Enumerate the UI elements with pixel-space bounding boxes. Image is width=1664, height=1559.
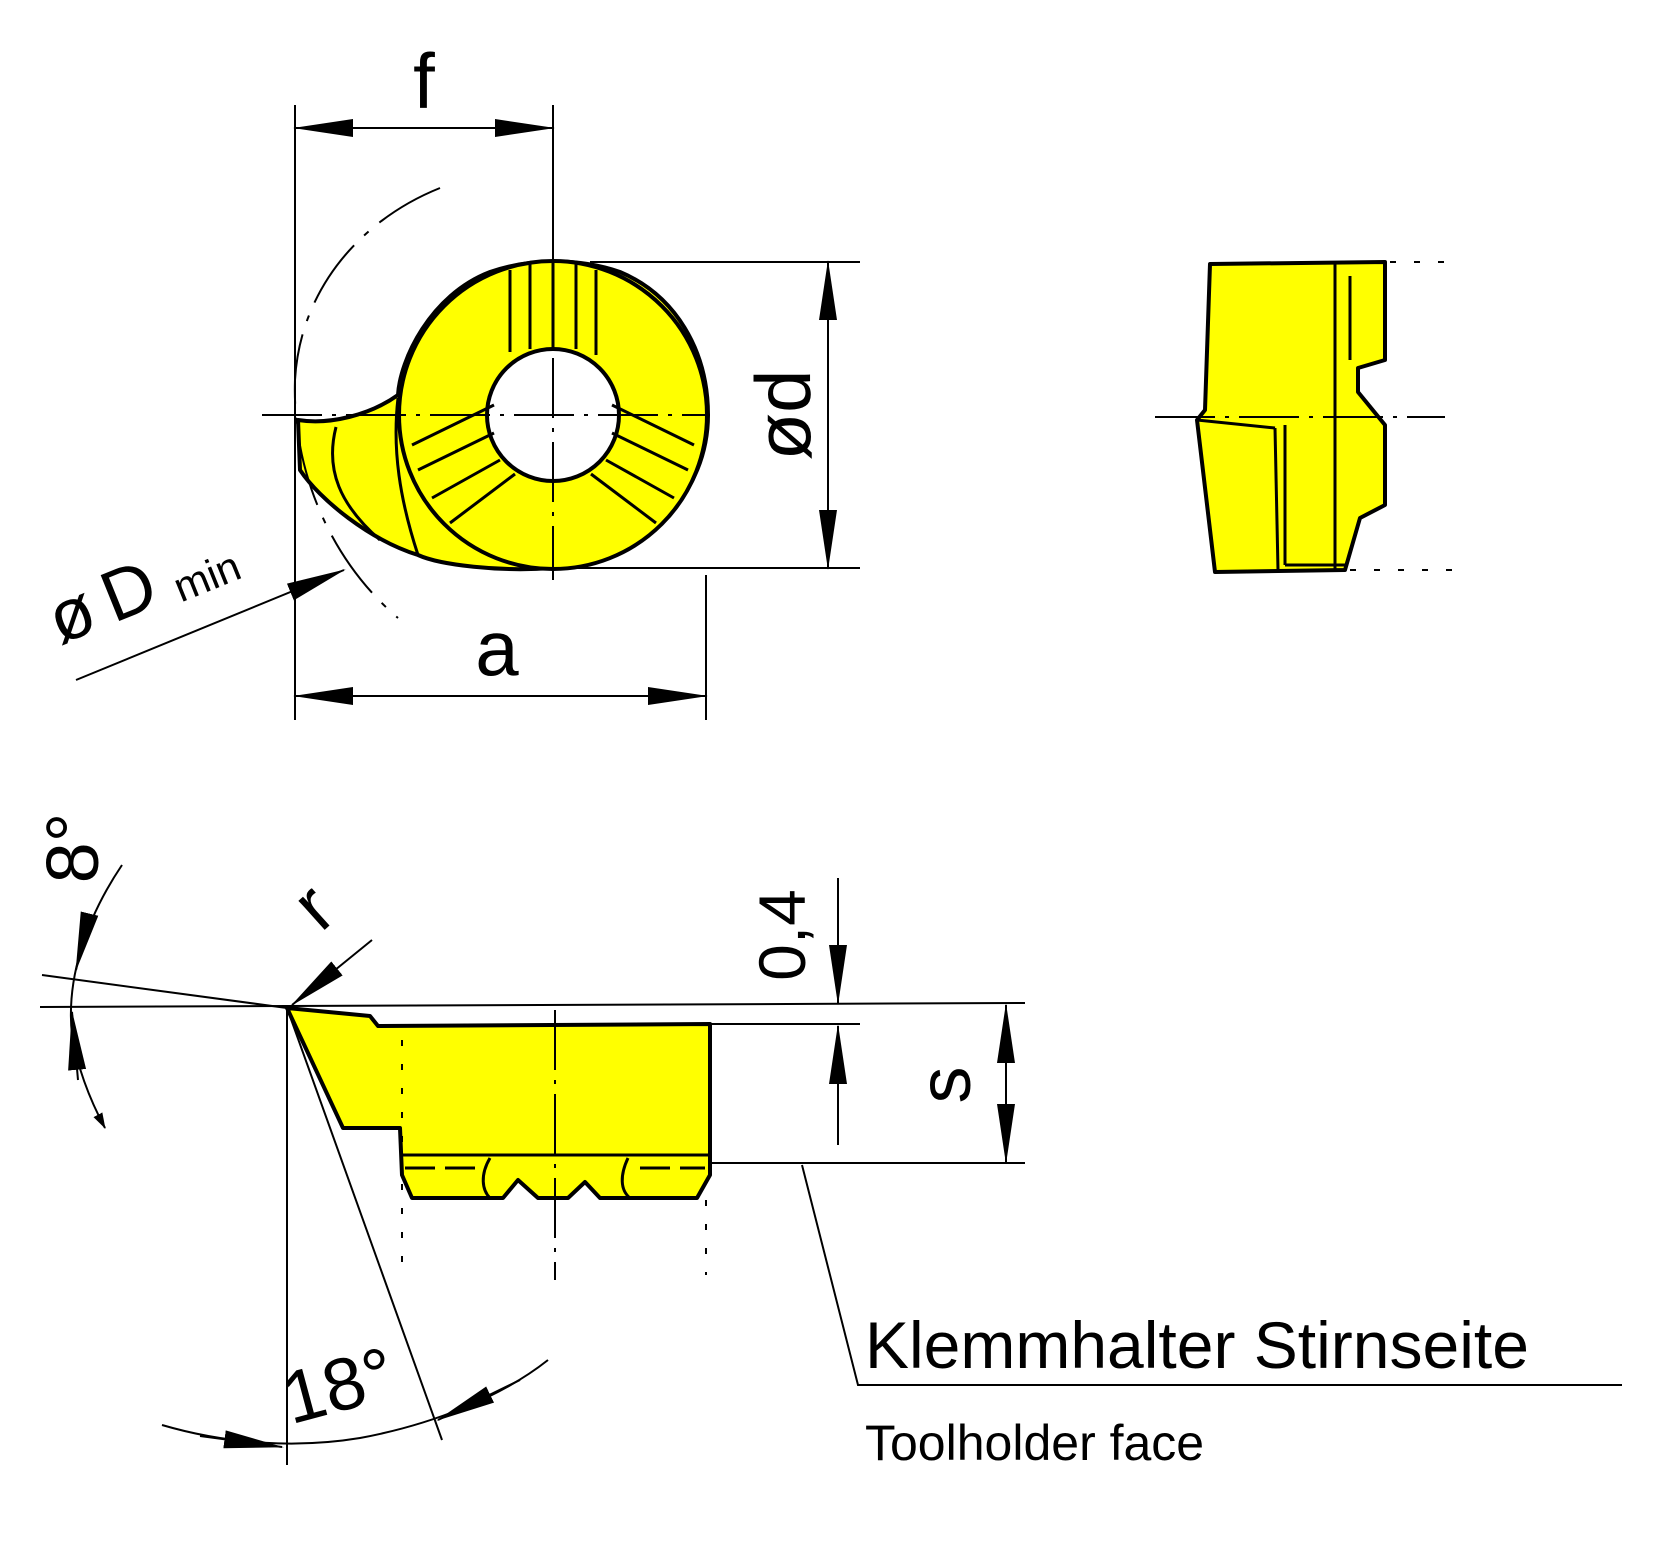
- label-04: 0,4: [745, 889, 819, 981]
- angle-8-line: [41, 974, 288, 1009]
- label-18-degree: 18°: [274, 1331, 404, 1440]
- dmin-symbol: ø: [36, 569, 107, 660]
- angle-18-inclined: [286, 1007, 443, 1441]
- caption-leader: [801, 1164, 1622, 1386]
- angle-8-arrow-bottom: [68, 1010, 87, 1081]
- reference-line-top: [39, 1002, 1026, 1008]
- r-leader: [290, 939, 373, 1007]
- label-s: s: [903, 1067, 986, 1104]
- caption-german: Klemmhalter Stirnseite: [865, 1308, 1529, 1382]
- top-view: f ød a ø D min: [36, 37, 860, 720]
- angle-8-arrow-top: [75, 911, 99, 972]
- bottom-view-edges: [400, 1153, 710, 1200]
- label-od: ød: [739, 369, 827, 460]
- bottom-view: 8° r 0,4 s 18°: [31, 813, 1622, 1465]
- angle-18-arrow-left: [199, 1430, 284, 1449]
- caption-english: Toolholder face: [865, 1415, 1204, 1471]
- angle-18-arrow-right: [436, 1379, 521, 1421]
- label-dmin: ø D min: [36, 542, 247, 660]
- label-8-degree: 8°: [31, 813, 114, 884]
- dmin-sub: min: [167, 542, 247, 611]
- angle-8-arc: [69, 864, 123, 1129]
- label-r: r: [276, 867, 350, 945]
- dmin-leader: [75, 569, 346, 681]
- bottom-view-insert: [285, 1006, 712, 1200]
- label-a: a: [475, 604, 519, 692]
- top-view-flutes: [331, 261, 695, 556]
- label-f: f: [413, 37, 435, 125]
- side-view: [1155, 260, 1455, 574]
- dmin-D: D: [90, 544, 168, 638]
